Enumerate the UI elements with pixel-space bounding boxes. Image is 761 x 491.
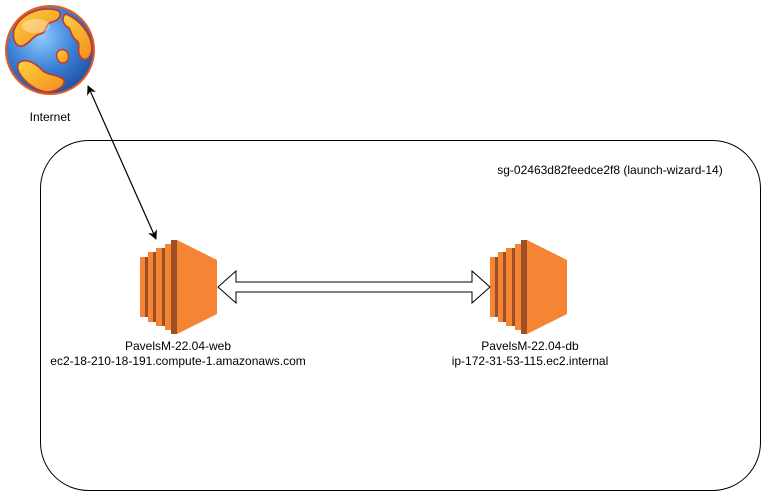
internet-label: Internet [29,110,71,124]
db-instance-name: PavelsM-22.04-db [481,339,579,353]
internet-web-connector [87,85,157,240]
globe-icon [5,5,95,95]
web-instance-name: PavelsM-22.04-web [124,339,232,353]
web-instance-label: PavelsM-22.04-web ec2-18-210-18-191.comp… [28,339,328,369]
db-instance-label: PavelsM-22.04-db ip-172-31-53-115.ec2.in… [410,339,650,369]
web-db-connector [217,269,491,305]
ec2-instance-icon [140,240,217,334]
security-group-label: sg-02463d82feedce2f8 (launch-wizard-14) [497,163,723,177]
web-instance-host: ec2-18-210-18-191.compute-1.amazonaws.co… [50,354,306,368]
db-instance-host: ip-172-31-53-115.ec2.internal [451,354,609,368]
ec2-instance-icon [490,240,567,334]
